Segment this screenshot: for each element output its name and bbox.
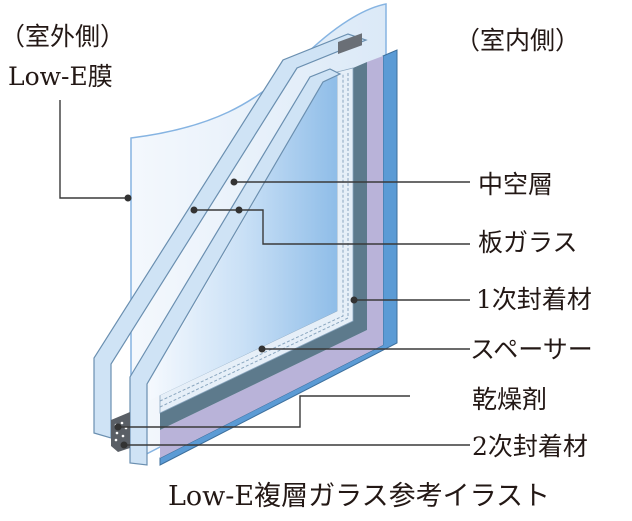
label-secondary-sealant: 2次封着材 (472, 432, 588, 461)
leader-dots (114, 178, 358, 449)
diagram-caption: Low-E複層ガラス参考イラスト (168, 481, 551, 512)
label-hollow-layer: 中空層 (478, 170, 554, 199)
hollow-layer-face (150, 75, 337, 400)
leader-lines (59, 100, 470, 446)
spacer-top-mesh (338, 33, 362, 54)
label-indoor-side: （室内側） (455, 26, 581, 55)
label-sheet-glass: 板ガラス (478, 228, 578, 257)
label-desiccant: 乾燥剤 (472, 385, 548, 414)
label-outdoor-side: （室外側） (0, 22, 126, 51)
inner-glass-pane (129, 68, 342, 466)
label-low-e-film: Low-E膜 (8, 62, 113, 91)
leader-desiccant (118, 395, 410, 428)
spacer-dots (159, 72, 349, 408)
label-spacer: スペーサー (470, 335, 593, 364)
label-primary-sealant: 1次封着材 (476, 285, 592, 314)
outer-glass-pane (93, 33, 368, 439)
room-side-glass-purple (160, 56, 383, 458)
leader-low-e (59, 100, 128, 199)
leader-sheet-glass (194, 209, 470, 245)
